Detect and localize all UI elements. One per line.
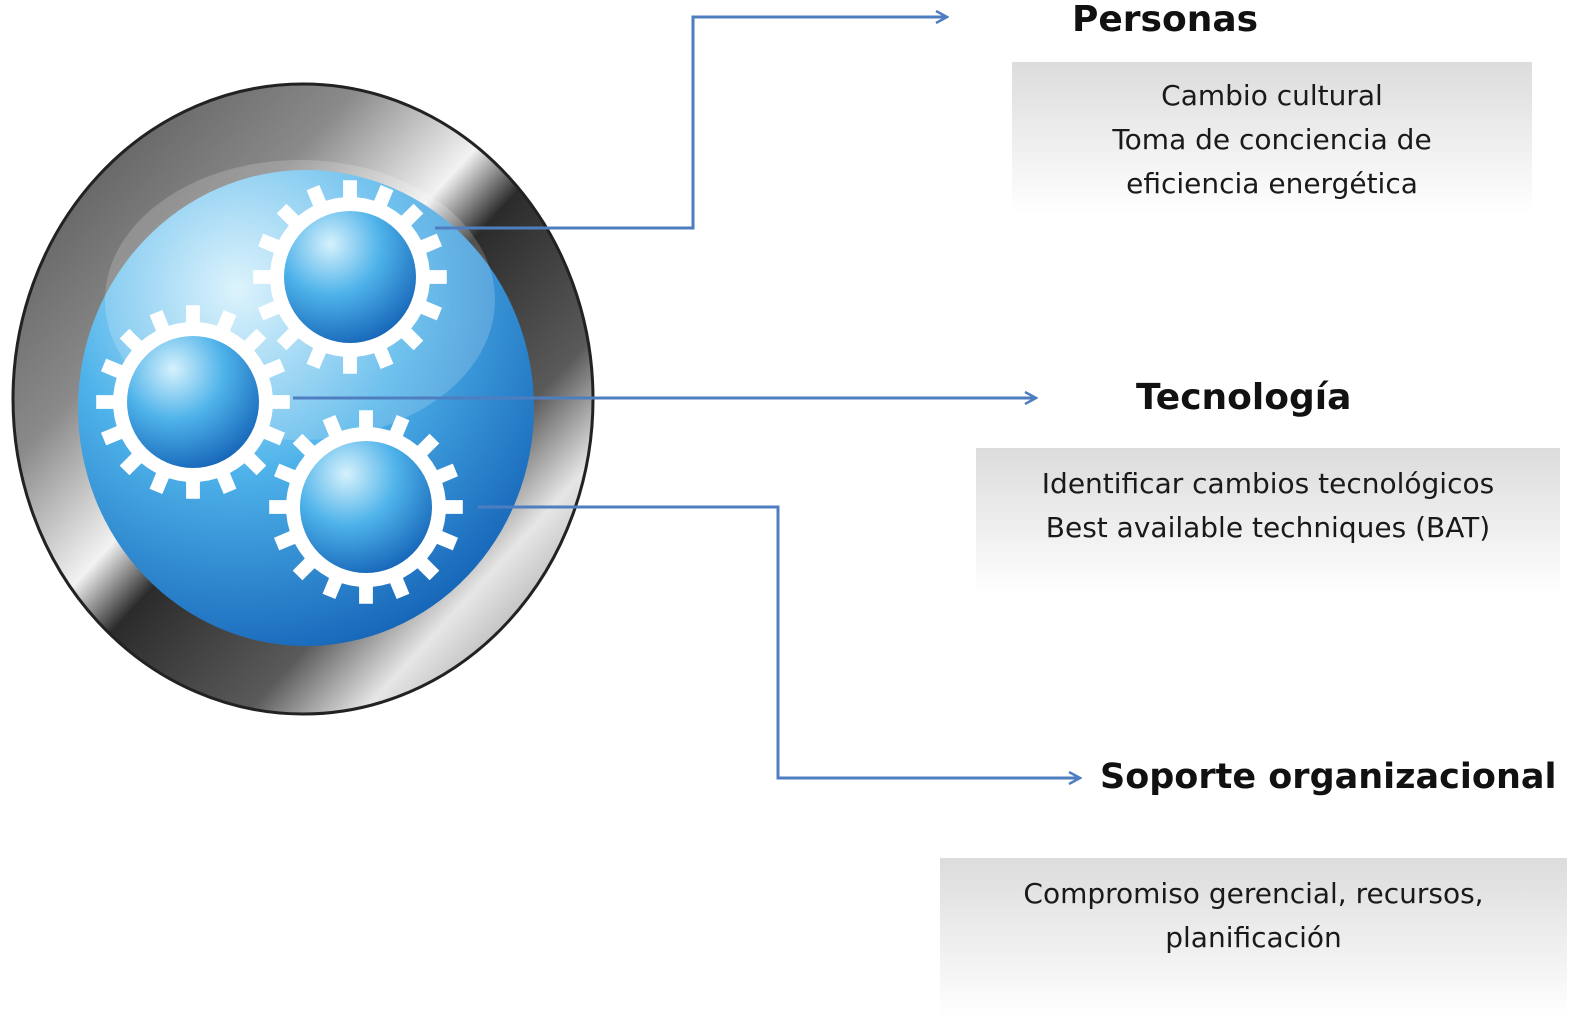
node-line: Toma de conciencia de (1112, 123, 1432, 156)
node-box-personas: Cambio cultural Toma de conciencia de ef… (1012, 62, 1532, 214)
gear-icon (253, 180, 447, 374)
gear-icon (269, 410, 463, 604)
node-line: Compromiso gerencial, recursos, (1023, 877, 1484, 910)
gear-icon (96, 305, 290, 499)
node-box-soporte: Compromiso gerencial, recursos, planific… (940, 858, 1567, 1018)
connector-personas (435, 17, 947, 230)
node-line: eficiencia energética (1126, 167, 1418, 200)
node-line: planificación (1165, 921, 1342, 954)
node-title-personas: Personas (1072, 0, 1259, 40)
node-box-tecnologia: Identificar cambios tecnológicos Best av… (976, 448, 1560, 596)
node-line: Identificar cambios tecnológicos (1041, 467, 1495, 500)
connector-soporte (478, 505, 1080, 778)
node-line: Cambio cultural (1161, 79, 1383, 112)
node-title-tecnologia: Tecnología (1136, 377, 1352, 418)
node-title-soporte: Soporte organizacional (1100, 757, 1557, 797)
node-line: Best available techniques (BAT) (1045, 511, 1491, 544)
